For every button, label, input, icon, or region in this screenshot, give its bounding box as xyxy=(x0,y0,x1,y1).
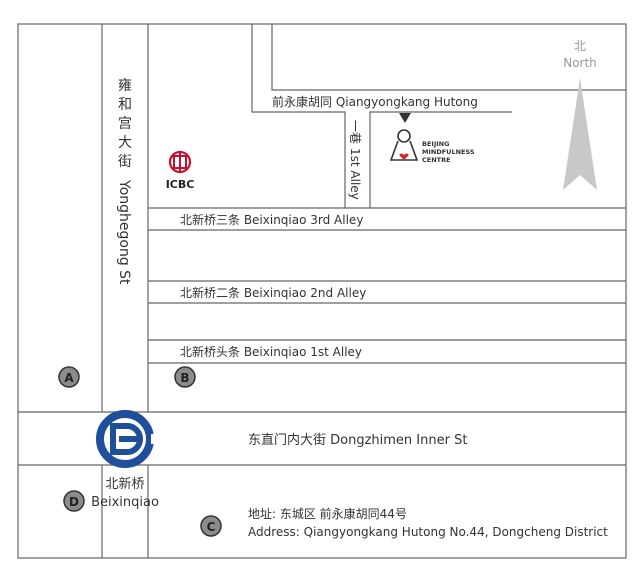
icbc-logo-icon xyxy=(168,150,192,174)
qiangyongkang-label: 前永康胡同 Qiangyongkang Hutong xyxy=(272,94,478,109)
first-alley-label-zh: 一巷 xyxy=(348,120,362,144)
north-label-zh: 北 xyxy=(574,39,586,53)
qiangyongkang-south-edge xyxy=(251,24,346,208)
first-alley-label-en: 1st Alley xyxy=(348,148,362,200)
location-pin-icon xyxy=(399,113,411,123)
yonghegong-char-5: 街 xyxy=(118,154,132,170)
exit-c-marker: C xyxy=(200,515,222,537)
qiangyongkang-north-edge xyxy=(271,24,626,91)
exit-d-label: D xyxy=(69,495,79,509)
centre-name-line1: BEIJING xyxy=(422,140,449,148)
dongzhimen-label: 东直门内大街 Dongzhimen Inner St xyxy=(248,432,467,448)
yonghegong-char-2: 和 xyxy=(118,97,132,113)
yonghegong-label-zh: 雍 和 宫 大 街 xyxy=(118,78,132,170)
first-alley-east-edge xyxy=(369,111,512,208)
north-label-en: North xyxy=(563,56,597,70)
mindfulness-centre-marker: BEIJING MINDFULNESS CENTRE xyxy=(389,113,475,164)
map-frame xyxy=(17,23,627,559)
exit-d-marker: D xyxy=(63,490,85,512)
alley3-label: 北新桥三条 Beixinqiao 3rd Alley xyxy=(180,212,363,227)
exit-c-label: C xyxy=(207,520,216,534)
north-arrow: 北 North xyxy=(563,39,597,190)
meditation-logo-icon xyxy=(389,129,419,161)
icbc-label: ICBC xyxy=(166,178,195,191)
address-en: Address: Qiangyongkang Hutong No.44, Don… xyxy=(248,525,608,539)
yonghegong-char-3: 宫 xyxy=(118,116,132,132)
exit-b-marker: B xyxy=(174,366,196,388)
yonghegong-label-en: Yonghegong St xyxy=(116,179,132,285)
exit-a-label: A xyxy=(64,371,74,385)
north-arrow-icon xyxy=(563,78,597,190)
yonghegong-char-1: 雍 xyxy=(118,78,132,94)
alley2-label: 北新桥二条 Beixinqiao 2nd Alley xyxy=(180,285,366,300)
icbc-marker: ICBC xyxy=(166,150,195,191)
exit-a-marker: A xyxy=(58,366,80,388)
exit-b-label: B xyxy=(180,371,189,385)
address-zh: 地址: 东城区 前永康胡同44号 xyxy=(248,506,407,521)
subway-logo-icon xyxy=(96,410,157,468)
centre-name-line3: CENTRE xyxy=(422,156,451,164)
station-name-zh: 北新桥 xyxy=(105,476,144,492)
yonghegong-char-4: 大 xyxy=(118,135,132,151)
station-name-en: Beixinqiao xyxy=(91,495,159,510)
alley1-label: 北新桥头条 Beixinqiao 1st Alley xyxy=(180,344,362,359)
centre-name-line2: MINDFULNESS xyxy=(422,148,475,156)
